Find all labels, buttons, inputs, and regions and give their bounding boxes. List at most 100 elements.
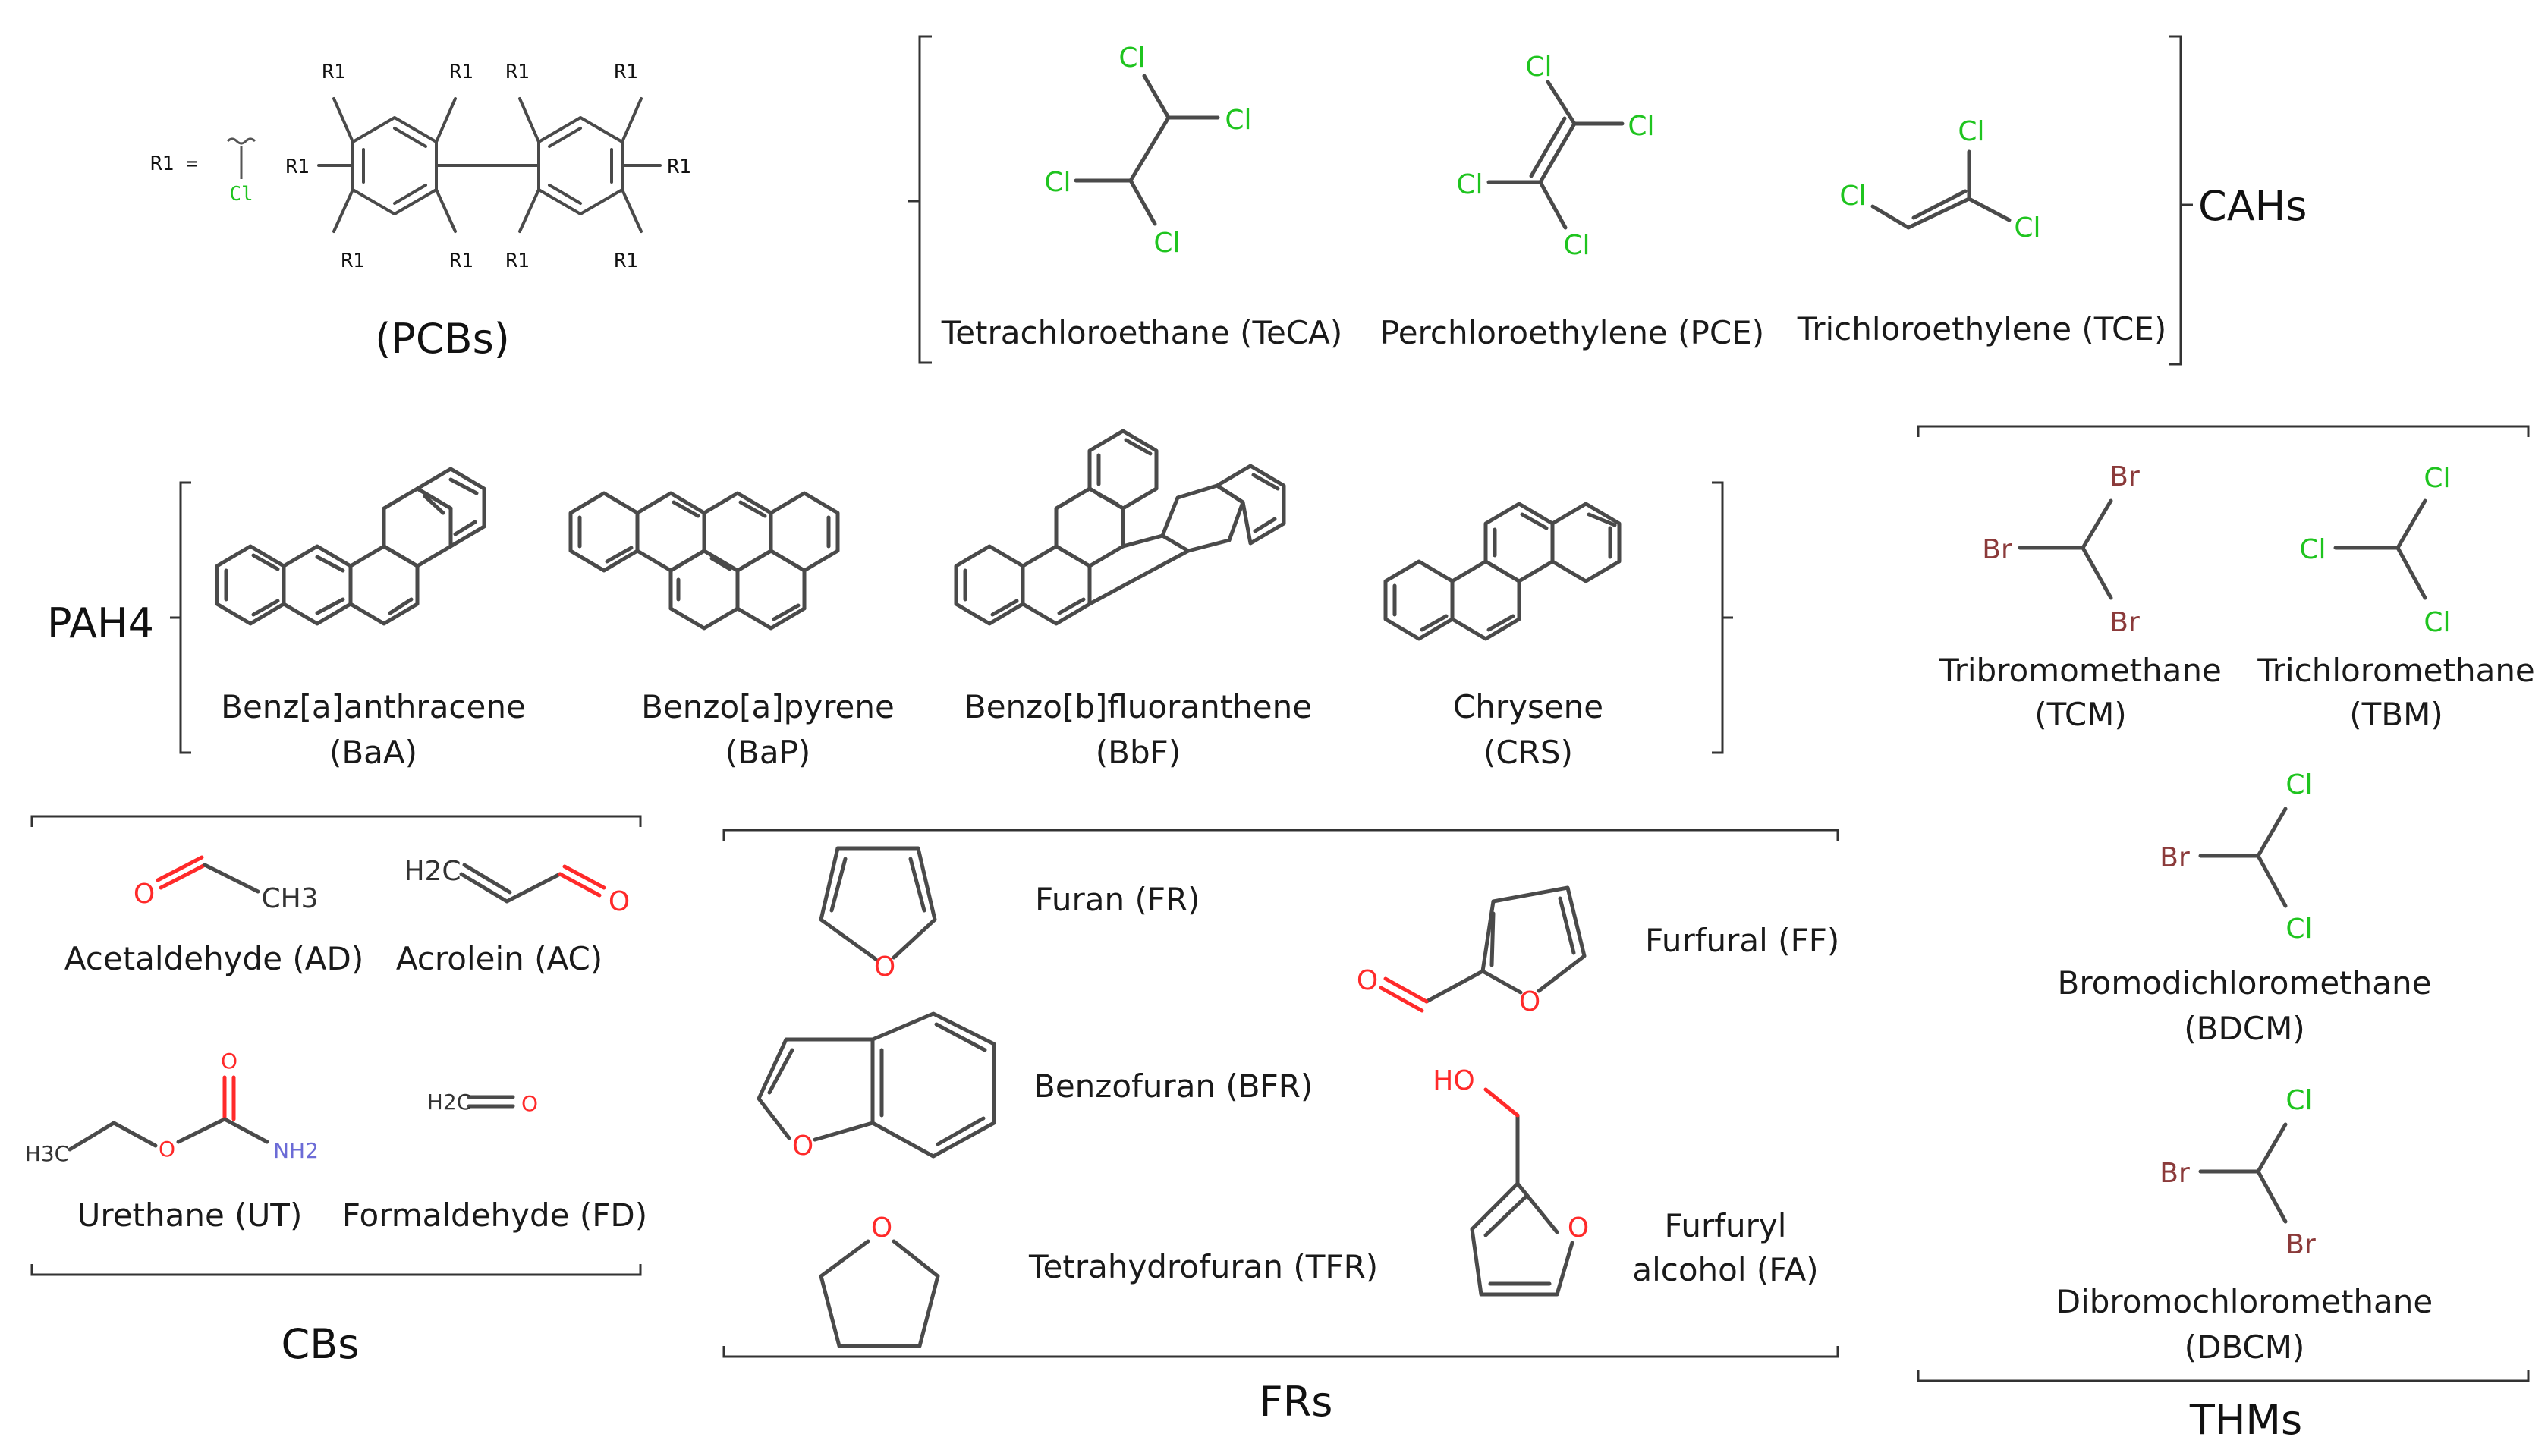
oxygen-atom: O bbox=[1568, 1212, 1589, 1244]
r1-label: R1 bbox=[285, 156, 309, 178]
cahs-bracket-left bbox=[918, 35, 932, 364]
amine-group: NH2 bbox=[273, 1138, 319, 1163]
oxygen-atom: O bbox=[159, 1137, 175, 1162]
benzofuran-structure: O bbox=[757, 1011, 996, 1162]
oxygen-atom: O bbox=[1519, 986, 1540, 1017]
cbs-bracket-top bbox=[30, 815, 642, 827]
bromine-atom: Br bbox=[2160, 842, 2190, 873]
bdcm-abbr: (BDCM) bbox=[2184, 1010, 2305, 1047]
cbs-group-label: CBs bbox=[282, 1320, 360, 1368]
chlorine-atom: Cl bbox=[1225, 105, 1251, 136]
cahs-bracket-right bbox=[2169, 35, 2182, 366]
bap-name: Benzo[a]pyrene bbox=[641, 688, 895, 725]
oxygen-atom: O bbox=[521, 1091, 538, 1116]
tbm-abbr: (TBM) bbox=[2349, 696, 2443, 733]
r1-definition-label: R1 = bbox=[150, 153, 198, 175]
cahs-group-label: CAHs bbox=[2198, 182, 2307, 230]
fa-label-line1: Furfuryl bbox=[1665, 1207, 1787, 1244]
bromodichloromethane-structure: Cl Br Cl bbox=[2160, 769, 2312, 945]
pah4-group-label: PAH4 bbox=[47, 599, 154, 647]
dbcm-name: Dibromochloromethane bbox=[2056, 1283, 2433, 1320]
pah4-bracket-left bbox=[179, 481, 191, 754]
tcm-abbr: (TCM) bbox=[2034, 696, 2127, 733]
methylene-group: H2C bbox=[404, 856, 461, 887]
oxygen-atom: O bbox=[1357, 965, 1378, 996]
oxygen-atom: O bbox=[609, 886, 630, 917]
fd-label: Formaldehyde (FD) bbox=[342, 1197, 647, 1234]
crs-name: Chrysene bbox=[1453, 688, 1603, 725]
furfuryl-alcohol-structure: HO O bbox=[1433, 1065, 1589, 1297]
crs-abbr: (CRS) bbox=[1483, 734, 1573, 771]
benzo-a-pyrene-structure bbox=[568, 491, 840, 631]
baa-abbr: (BaA) bbox=[329, 734, 417, 771]
bromine-atom: Br bbox=[2160, 1158, 2190, 1189]
r1-label: R1 bbox=[341, 250, 364, 272]
formaldehyde-structure: H2C O bbox=[427, 1090, 538, 1116]
tcm-name: Tribromomethane bbox=[1939, 652, 2222, 689]
chlorine-atom: Cl bbox=[1456, 169, 1483, 200]
r1-label: R1 bbox=[505, 61, 529, 83]
chlorine-atom: Cl bbox=[1525, 52, 1552, 83]
methyl-group: CH3 bbox=[261, 883, 318, 914]
frs-group-label: FRs bbox=[1260, 1378, 1333, 1426]
furan-structure: O bbox=[819, 846, 937, 983]
fa-label-line2: alcohol (FA) bbox=[1632, 1251, 1818, 1288]
r1-label: R1 bbox=[449, 61, 473, 83]
pcbs-structure: R1 = Cl R1 R1 R1 R1 R1 R1 R1 R1 R1 R1 bbox=[150, 61, 691, 272]
ac-label: Acrolein (AC) bbox=[396, 940, 602, 977]
chlorine-atom: Cl bbox=[2285, 769, 2312, 800]
bfr-label: Benzofuran (BFR) bbox=[1033, 1068, 1313, 1105]
r1-label: R1 bbox=[449, 250, 473, 272]
tce-label: Trichloroethylene (TCE) bbox=[1797, 310, 2166, 347]
chlorine-atom: Cl bbox=[2424, 607, 2450, 638]
chrysene-structure bbox=[1383, 502, 1622, 641]
bap-abbr: (BaP) bbox=[725, 734, 811, 771]
fr-label: Furan (FR) bbox=[1035, 881, 1200, 918]
r1-label: R1 bbox=[614, 61, 637, 83]
bromine-atom: Br bbox=[1982, 534, 2012, 565]
chlorine-atom: Cl bbox=[2424, 463, 2450, 494]
chlorine-atom: Cl bbox=[2299, 534, 2326, 565]
tbm-name: Trichloromethane bbox=[2257, 652, 2535, 689]
oxygen-atom: O bbox=[874, 951, 895, 983]
chlorine-atom: Cl bbox=[1958, 116, 1984, 147]
bromine-atom: Br bbox=[2285, 1229, 2316, 1260]
r1-chlorine: Cl bbox=[229, 183, 253, 206]
cbs-bracket-bottom bbox=[30, 1264, 642, 1276]
trichloromethane-structure: Cl Cl Cl bbox=[2299, 463, 2450, 638]
thms-bracket-top bbox=[1917, 425, 2530, 437]
oxygen-atom: O bbox=[134, 879, 155, 910]
hydroxyl-group: HO bbox=[1433, 1065, 1474, 1096]
tce-structure: Cl Cl Cl bbox=[1839, 116, 2040, 244]
ff-label: Furfural (FF) bbox=[1645, 922, 1839, 959]
bromine-atom: Br bbox=[2109, 607, 2140, 638]
r1-label: R1 bbox=[667, 156, 690, 178]
chlorine-atom: Cl bbox=[2285, 1085, 2312, 1116]
bdcm-name: Bromodichloromethane bbox=[2058, 964, 2432, 1002]
dbcm-abbr: (DBCM) bbox=[2185, 1329, 2305, 1366]
chlorine-atom: Cl bbox=[2014, 212, 2040, 244]
ad-label: Acetaldehyde (AD) bbox=[64, 940, 363, 977]
chlorine-atom: Cl bbox=[1563, 230, 1590, 261]
baa-name: Benz[a]anthracene bbox=[221, 688, 526, 725]
frs-bracket-top bbox=[722, 829, 1839, 841]
chlorine-atom: Cl bbox=[1839, 181, 1866, 212]
chlorine-atom: Cl bbox=[1628, 111, 1654, 142]
thms-group-label: THMs bbox=[2189, 1396, 2302, 1444]
benzo-b-fluoranthene-structure bbox=[954, 429, 1286, 626]
teca-structure: Cl Cl Cl Cl bbox=[1044, 42, 1251, 259]
acetaldehyde-structure: O CH3 bbox=[134, 855, 319, 914]
chlorine-atom: Cl bbox=[1044, 167, 1071, 198]
benz-a-anthracene-structure bbox=[215, 467, 486, 626]
r1-label: R1 bbox=[614, 250, 637, 272]
tfr-label: Tetrahydrofuran (TFR) bbox=[1028, 1248, 1378, 1285]
ut-label: Urethane (UT) bbox=[77, 1197, 303, 1234]
urethane-structure: H3C O O NH2 bbox=[25, 1049, 319, 1166]
methyl-group: H3C bbox=[25, 1141, 69, 1166]
frs-bracket-bottom bbox=[722, 1346, 1839, 1358]
bbf-name: Benzo[b]fluoranthene bbox=[964, 688, 1312, 725]
pce-structure: Cl Cl Cl Cl bbox=[1456, 52, 1654, 261]
bromine-atom: Br bbox=[2109, 461, 2140, 492]
chlorine-atom: Cl bbox=[1153, 228, 1180, 259]
